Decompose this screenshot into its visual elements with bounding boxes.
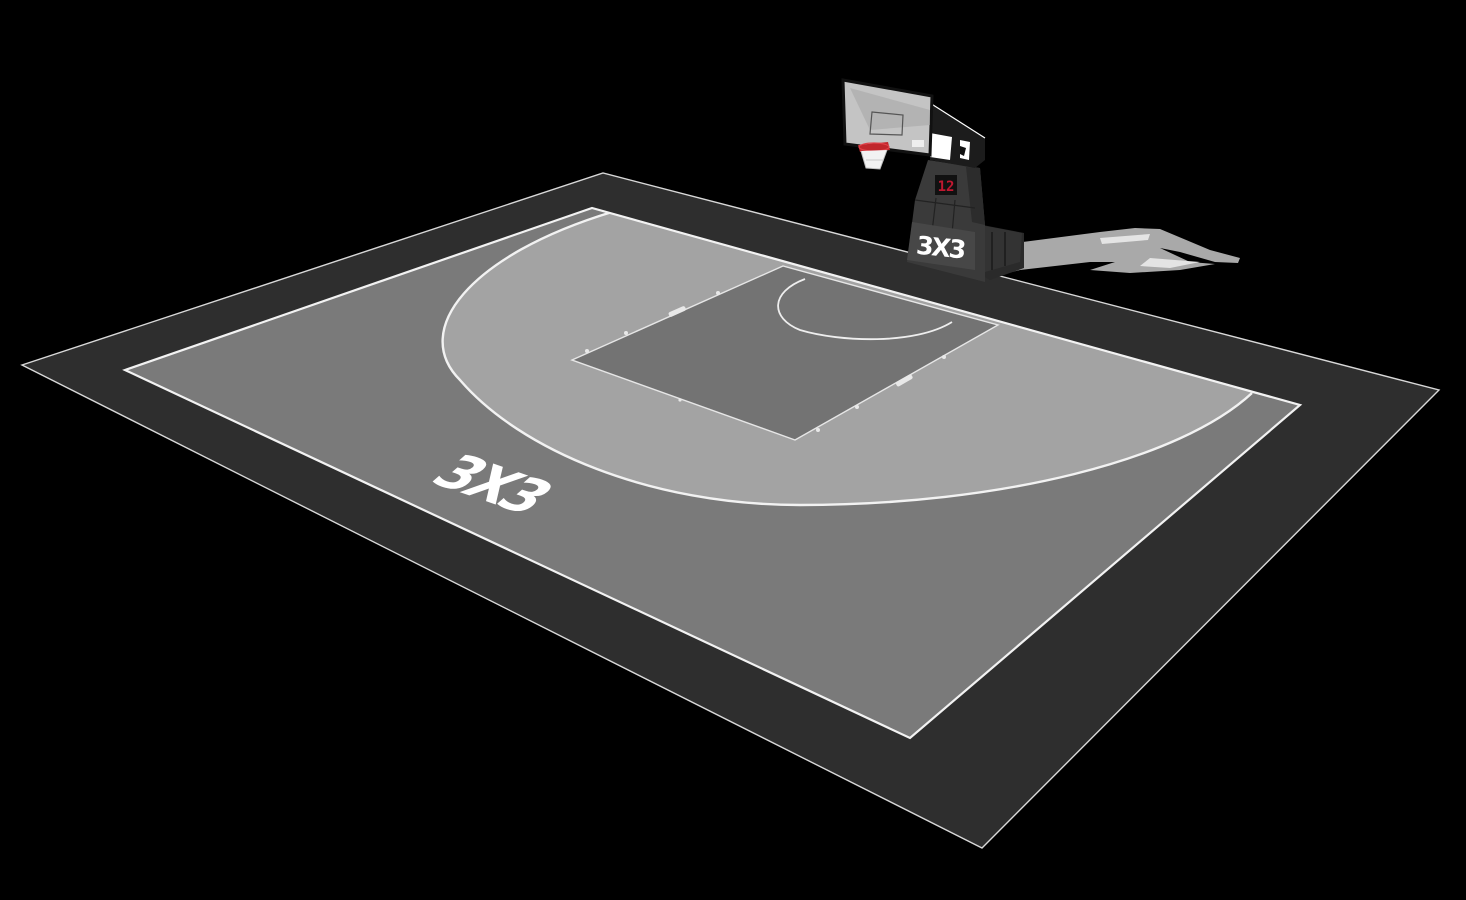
key-area [570, 265, 1000, 441]
hoop-net [860, 149, 888, 170]
hoop-shadow [1000, 228, 1240, 275]
backboard [841, 78, 934, 157]
backboard-arm [929, 102, 986, 168]
hoop-stanchion: 12 3X3 [907, 160, 1024, 282]
shot-clock-value: 12 [938, 179, 955, 195]
shot-clock [935, 175, 957, 195]
two-point-arc-line [441, 210, 1253, 507]
boundary-line [122, 206, 1303, 740]
hoop-rim [858, 142, 890, 170]
lane-marks [585, 291, 946, 432]
stanchion-logo-text: 3X3 [915, 231, 966, 265]
restricted-arc [777, 278, 953, 341]
